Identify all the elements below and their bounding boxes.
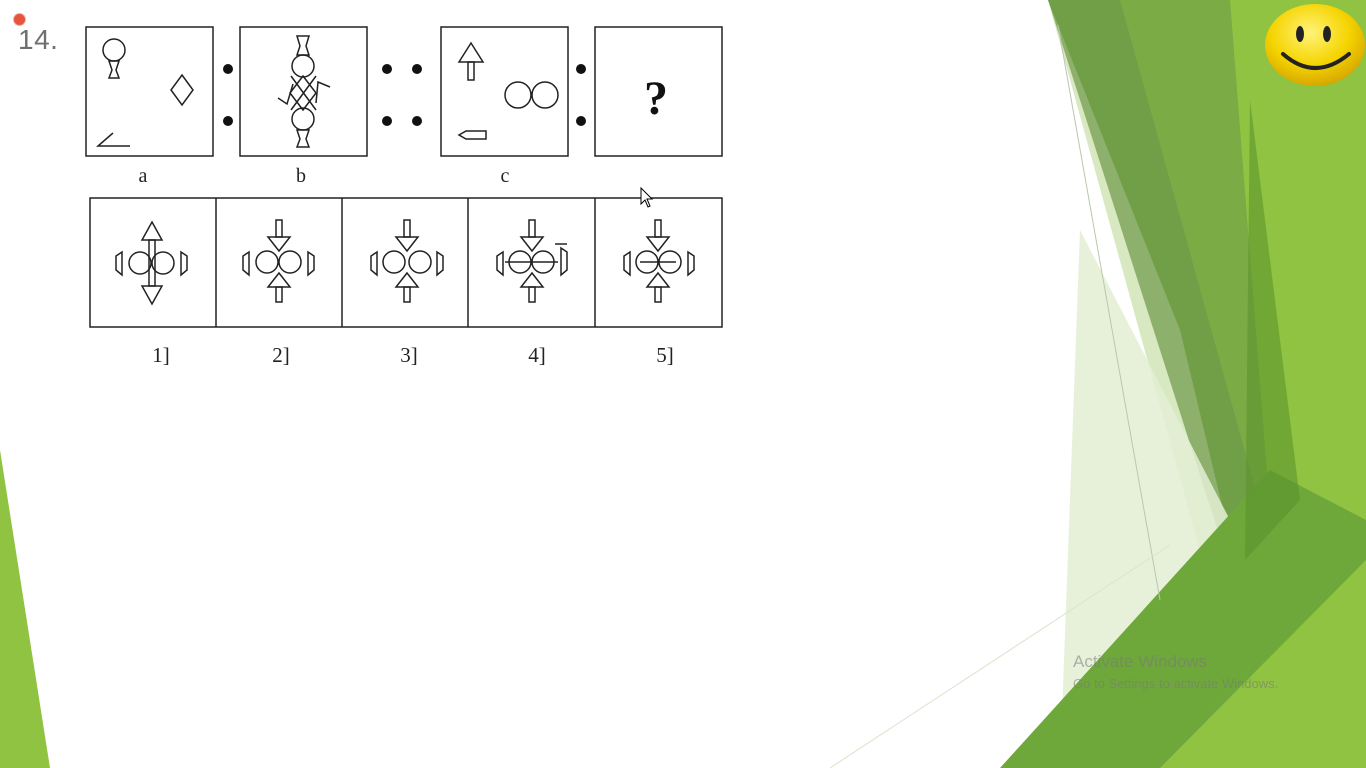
- watermark-subtitle: Go to Settings to activate Windows.: [1073, 676, 1279, 691]
- arrow-head-shape: [457, 41, 485, 63]
- option-3-figure: [370, 219, 444, 303]
- circle-shape: [504, 81, 532, 109]
- cross-lines: [290, 75, 317, 111]
- diamond-shape: [289, 74, 317, 112]
- option-5-figure: [623, 219, 695, 303]
- figure-unknown: [594, 26, 723, 157]
- option-label-4: 4]: [528, 343, 546, 367]
- option-4-figure: [496, 219, 568, 303]
- figure-c: [440, 26, 569, 157]
- thin-divider-line: [1057, 24, 1161, 601]
- option-2-figure: [242, 219, 315, 303]
- pencil-shape: [457, 130, 487, 140]
- ratio-colon-1: [223, 64, 233, 126]
- hourglass-shape: [107, 60, 121, 79]
- ratio-colon-2: [576, 64, 586, 126]
- smiley-face-icon: [1265, 4, 1365, 86]
- option-label-5: 5]: [656, 343, 674, 367]
- watermark-title: Activate Windows: [1073, 652, 1208, 671]
- thin-diagonal-line: [829, 544, 1171, 768]
- angle-shape: [95, 132, 130, 147]
- unknown-mark: ?: [644, 72, 668, 125]
- analogy-puzzle-figure: ? a b c 1] 2] 3] 4] 5]: [85, 26, 723, 367]
- figure-label-a: a: [139, 165, 148, 187]
- options-row: [89, 197, 723, 328]
- option-label-1: 1]: [152, 343, 170, 367]
- figure-label-b: b: [296, 165, 306, 187]
- lower-bright-wedge: [1160, 560, 1366, 768]
- angle-shape-right: [315, 80, 331, 104]
- hourglass-shape: [295, 35, 311, 56]
- shadow-stripe: [1245, 100, 1300, 560]
- arrow-stem-shape: [467, 61, 475, 81]
- circle-shape: [531, 81, 559, 109]
- circle-shape: [291, 54, 315, 78]
- figure-b: [239, 26, 368, 157]
- option-label-3: 3]: [400, 343, 418, 367]
- figure-label-c: c: [501, 165, 510, 187]
- mouse-cursor-icon: [640, 187, 654, 208]
- diamond-shape: [170, 73, 194, 107]
- question-number: 14.: [18, 24, 59, 55]
- proportion-double-colon: [382, 64, 422, 126]
- figure-a: [85, 26, 214, 157]
- recording-indicator: [14, 14, 25, 25]
- hourglass-shape: [295, 129, 311, 148]
- angle-shape-left: [277, 83, 294, 106]
- circle-shape: [291, 107, 315, 131]
- activate-windows-watermark: Activate Windows Go to Settings to activ…: [1073, 652, 1278, 691]
- dark-green-stripe: [1048, 0, 1275, 600]
- left-green-accent: [0, 450, 50, 768]
- option-1-figure: [115, 220, 188, 306]
- circle-shape: [102, 38, 126, 62]
- option-label-2: 2]: [272, 343, 290, 367]
